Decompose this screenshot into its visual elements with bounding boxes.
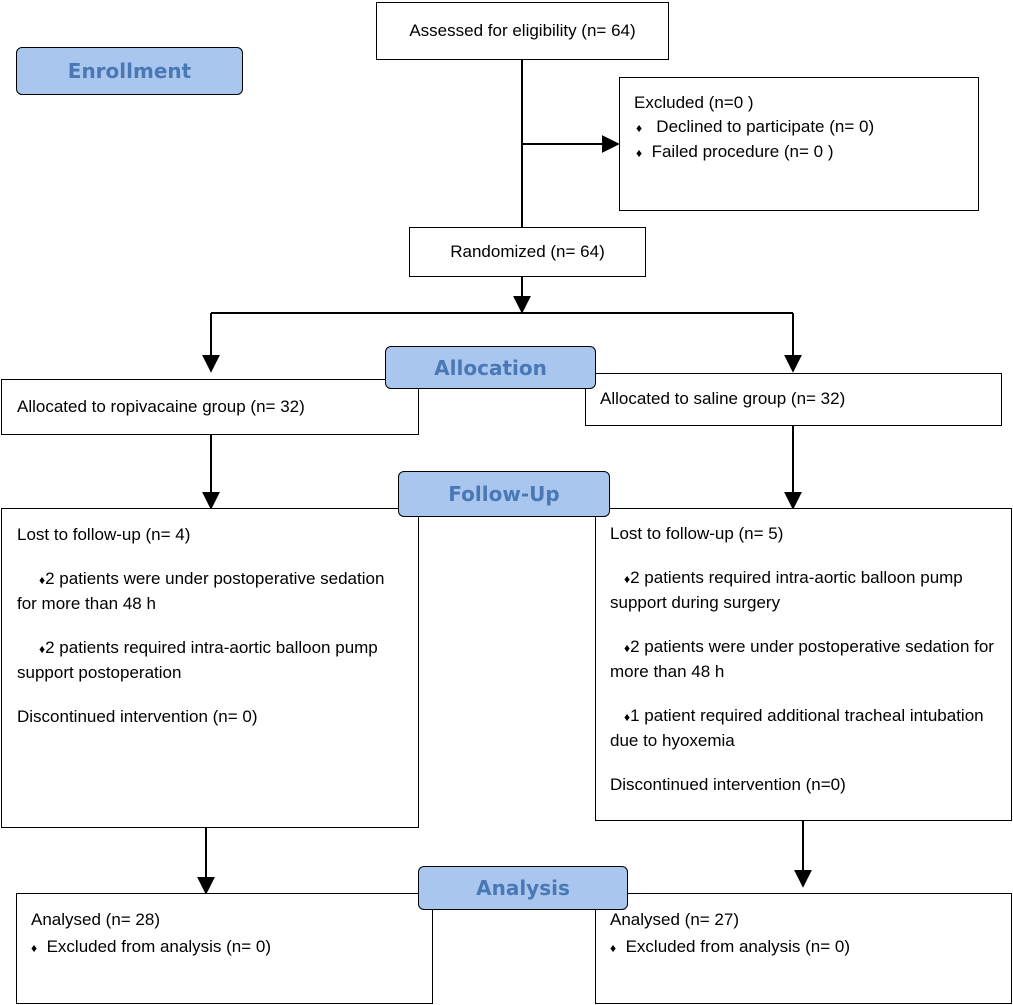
left-lost-item-text: 2 patients were under postoperative seda… [17,569,385,613]
diamond-bullet-icon: ♦ [610,941,617,955]
right-allocation-text: Allocated to saline group (n= 32) [600,389,846,408]
right-discontinued: Discontinued intervention (n=0) [610,775,846,794]
excluded-item: ♦ Declined to participate (n= 0) [634,115,978,140]
stage-enrollment: Enrollment [16,47,243,95]
right-excluded-analysis-text: Excluded from analysis (n= 0) [625,937,850,956]
right-analysed: Analysed (n= 27) [610,910,739,929]
left-allocation-box: Allocated to ropivacaine group (n= 32) [1,379,419,435]
right-lost-title: Lost to follow-up (n= 5) [610,524,784,543]
left-followup-box: Lost to follow-up (n= 4) ♦2 patients wer… [1,508,419,828]
left-analysis-box: Analysed (n= 28) ♦ Excluded from analysi… [16,893,433,1004]
left-excluded-analysis: ♦ Excluded from analysis (n= 0) [31,935,432,960]
stage-analysis: Analysis [418,866,628,910]
stage-allocation: Allocation [385,346,596,389]
excluded-item-text: Failed procedure (n= 0 ) [651,142,834,161]
right-lost-item-text: 2 patients required intra-aortic balloon… [610,568,963,612]
diamond-bullet-icon: ♦ [624,572,631,586]
stage-enrollment-label: Enrollment [67,59,192,83]
diamond-bullet-icon: ♦ [636,146,643,160]
left-allocation-text: Allocated to ropivacaine group (n= 32) [17,397,305,416]
left-lost-item: ♦2 patients were under postoperative sed… [17,567,406,616]
right-allocation-box: Allocated to saline group (n= 32) [585,373,1002,426]
diamond-bullet-icon: ♦ [39,573,46,587]
excluded-item: ♦ Failed procedure (n= 0 ) [634,140,978,165]
right-lost-item: ♦1 patient required additional tracheal … [610,704,999,753]
diamond-bullet-icon: ♦ [624,641,631,655]
stage-analysis-label: Analysis [476,876,570,900]
right-followup-box: Lost to follow-up (n= 5) ♦2 patients req… [595,508,1012,821]
diamond-bullet-icon: ♦ [39,642,46,656]
left-lost-item-text: 2 patients required intra-aortic balloon… [17,638,378,682]
left-lost-item: ♦2 patients required intra-aortic balloo… [17,636,406,685]
left-excluded-analysis-text: Excluded from analysis (n= 0) [46,937,271,956]
left-analysed: Analysed (n= 28) [31,910,160,929]
diamond-bullet-icon: ♦ [636,121,643,135]
assessed-box: Assessed for eligibility (n= 64) [376,2,669,60]
excluded-item-text: Declined to participate (n= 0) [656,117,875,136]
assessed-text: Assessed for eligibility (n= 64) [409,21,636,40]
diamond-bullet-icon: ♦ [31,941,38,955]
diamond-bullet-icon: ♦ [624,710,631,724]
randomized-box: Randomized (n= 64) [409,227,646,277]
right-lost-item-text: 2 patients were under postoperative seda… [610,637,994,681]
right-lost-item-text: 1 patient required additional tracheal i… [610,706,984,750]
right-excluded-analysis: ♦ Excluded from analysis (n= 0) [610,935,1011,960]
stage-followup-label: Follow-Up [448,482,560,506]
right-lost-item: ♦2 patients required intra-aortic balloo… [610,566,999,615]
left-discontinued: Discontinued intervention (n= 0) [17,707,258,726]
stage-followup: Follow-Up [398,471,610,517]
left-lost-title: Lost to follow-up (n= 4) [17,525,191,544]
right-lost-item: ♦2 patients were under postoperative sed… [610,635,999,684]
randomized-text: Randomized (n= 64) [450,242,605,261]
excluded-title: Excluded (n=0 ) [634,93,754,112]
excluded-box: Excluded (n=0 ) ♦ Declined to participat… [619,77,979,211]
stage-allocation-label: Allocation [434,355,547,380]
right-analysis-box: Analysed (n= 27) ♦ Excluded from analysi… [595,893,1012,1004]
